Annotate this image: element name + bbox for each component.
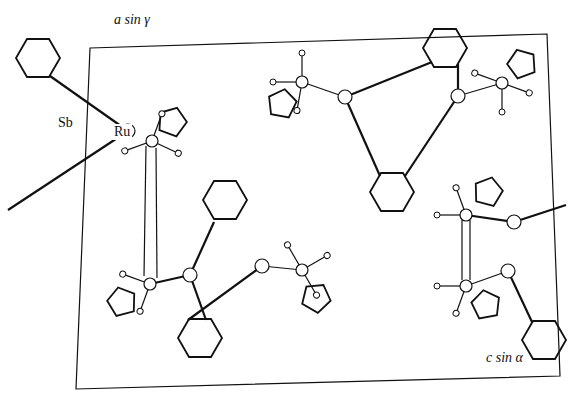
axis-label: a sin γ bbox=[112, 12, 152, 28]
molecules bbox=[8, 29, 566, 359]
unit-cell bbox=[76, 34, 560, 389]
atom-label: Sb bbox=[56, 115, 75, 131]
axis-label: c sin α bbox=[484, 350, 525, 366]
atom-label: Ru bbox=[112, 124, 132, 140]
